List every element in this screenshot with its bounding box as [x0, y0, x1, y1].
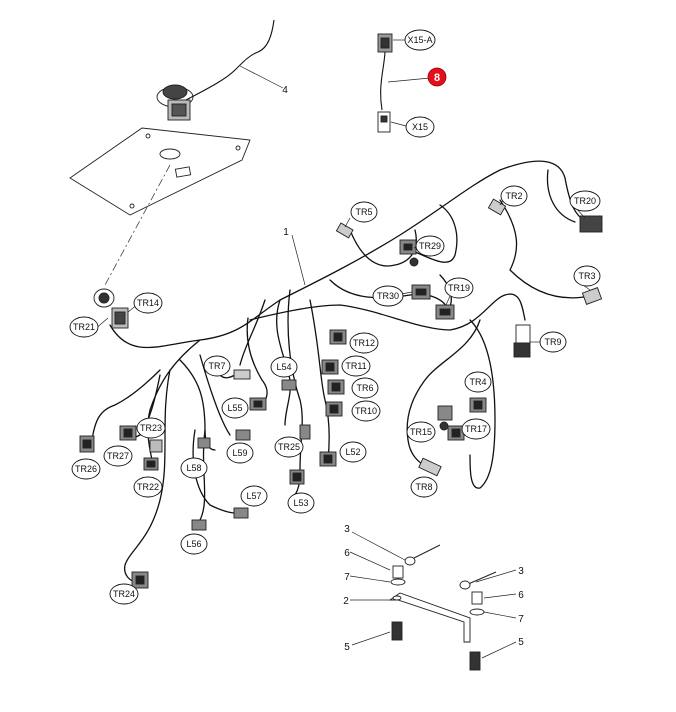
- label-l55: L55: [227, 403, 242, 413]
- adapter-harness-x15: [377, 33, 393, 133]
- alignment-line: [104, 164, 171, 286]
- label-l54: L54: [276, 362, 291, 372]
- part-number-1: 1: [283, 227, 289, 238]
- label-x15: X15: [412, 122, 428, 132]
- connector-tr25: [299, 424, 311, 440]
- connector-l56: [191, 519, 207, 531]
- connector-tr27: [119, 425, 137, 441]
- label-tr3: TR3: [578, 271, 595, 281]
- connector-tr20: [579, 215, 603, 233]
- connector-tr6: [327, 379, 345, 395]
- connector-l59: [235, 429, 251, 441]
- connector-tr23: [149, 439, 163, 453]
- label-l53: L53: [293, 498, 308, 508]
- label-tr14: TR14: [137, 298, 159, 308]
- label-tr11: TR11: [345, 361, 366, 371]
- label-tr7: TR7: [208, 361, 225, 371]
- connector-tr21: [93, 288, 129, 329]
- part-number-3-left: 3: [344, 524, 350, 535]
- connector-tr3: [581, 287, 603, 305]
- connector-l58: [197, 437, 211, 449]
- connector-tr7: [233, 369, 251, 380]
- label-l56: L56: [186, 539, 201, 549]
- part-number-5-right: 5: [518, 637, 524, 648]
- connector-l55: [249, 397, 267, 411]
- switch-cable: [185, 19, 275, 101]
- connector-l57: [233, 507, 249, 519]
- connector-tr9: [513, 324, 531, 358]
- part-number-7-right: 7: [518, 614, 524, 625]
- connector-l52: [319, 451, 337, 467]
- rotary-switch: [156, 84, 194, 121]
- part-number-2: 2: [343, 596, 349, 607]
- label-tr5: TR5: [355, 207, 372, 217]
- label-tr8: TR8: [415, 482, 432, 492]
- connector-tr19: [435, 304, 455, 320]
- connector-tr30: [411, 284, 431, 300]
- connector-tr5: [335, 222, 354, 239]
- connector-tr26: [79, 435, 95, 453]
- label-tr4: TR4: [469, 377, 486, 387]
- label-tr23: TR23: [140, 423, 162, 433]
- item-8-marker: [427, 67, 447, 87]
- callout-bubbles: [69, 29, 601, 605]
- label-tr22: TR22: [137, 482, 159, 492]
- part-number-4: 4: [282, 85, 288, 96]
- label-tr27: TR27: [107, 451, 129, 461]
- callout-labels: X15-A X15 TR2 TR20 TR5 TR29 TR3 TR30 TR1…: [73, 35, 596, 599]
- connector-tr10: [325, 401, 343, 417]
- item-8-number: 8: [434, 72, 440, 84]
- connector-tr11: [321, 359, 339, 375]
- label-l57: L57: [246, 491, 261, 501]
- part-number-5-left: 5: [344, 642, 350, 653]
- label-tr25: TR25: [278, 442, 300, 452]
- part-number-6-right: 6: [518, 590, 524, 601]
- label-tr17: TR17: [465, 424, 487, 434]
- connector-tr15: [437, 405, 453, 431]
- part-number-6-left: 6: [344, 548, 350, 559]
- bracket-assembly: [388, 544, 497, 671]
- part-numbers: 1 4 3 6 7 2 5 3 6 7 5: [282, 85, 524, 653]
- label-tr20: TR20: [574, 196, 596, 206]
- label-tr9: TR9: [544, 337, 561, 347]
- connector-l53: [289, 469, 305, 485]
- connector-tr24: [131, 571, 149, 589]
- label-l59: L59: [232, 448, 247, 458]
- connector-tr12: [329, 329, 347, 345]
- label-tr24: TR24: [113, 589, 135, 599]
- label-tr19: TR19: [448, 283, 470, 293]
- label-l52: L52: [345, 447, 360, 457]
- mounting-plate: [69, 127, 251, 216]
- connector-tr17: [447, 425, 465, 441]
- label-tr10: TR10: [355, 406, 377, 416]
- connector-tr4: [469, 397, 487, 413]
- connectors: [79, 198, 603, 589]
- label-tr2: TR2: [505, 191, 522, 201]
- leader-lines: [93, 39, 591, 659]
- label-tr26: TR26: [75, 464, 97, 474]
- label-tr6: TR6: [356, 383, 373, 393]
- label-tr12: TR12: [353, 338, 375, 348]
- label-tr21: TR21: [73, 322, 95, 332]
- connector-l54: [281, 379, 297, 391]
- part-number-3-right: 3: [518, 566, 524, 577]
- label-l58: L58: [186, 463, 201, 473]
- label-tr29: TR29: [419, 241, 441, 251]
- label-tr15: TR15: [410, 427, 432, 437]
- label-tr30: TR30: [377, 291, 399, 301]
- connector-tr22: [143, 457, 159, 471]
- connector-tr2: [487, 198, 507, 216]
- item-8-leader: [387, 77, 431, 83]
- connector-tr8: [418, 457, 442, 477]
- part-number-7-left: 7: [344, 572, 350, 583]
- label-x15a: X15-A: [407, 35, 432, 45]
